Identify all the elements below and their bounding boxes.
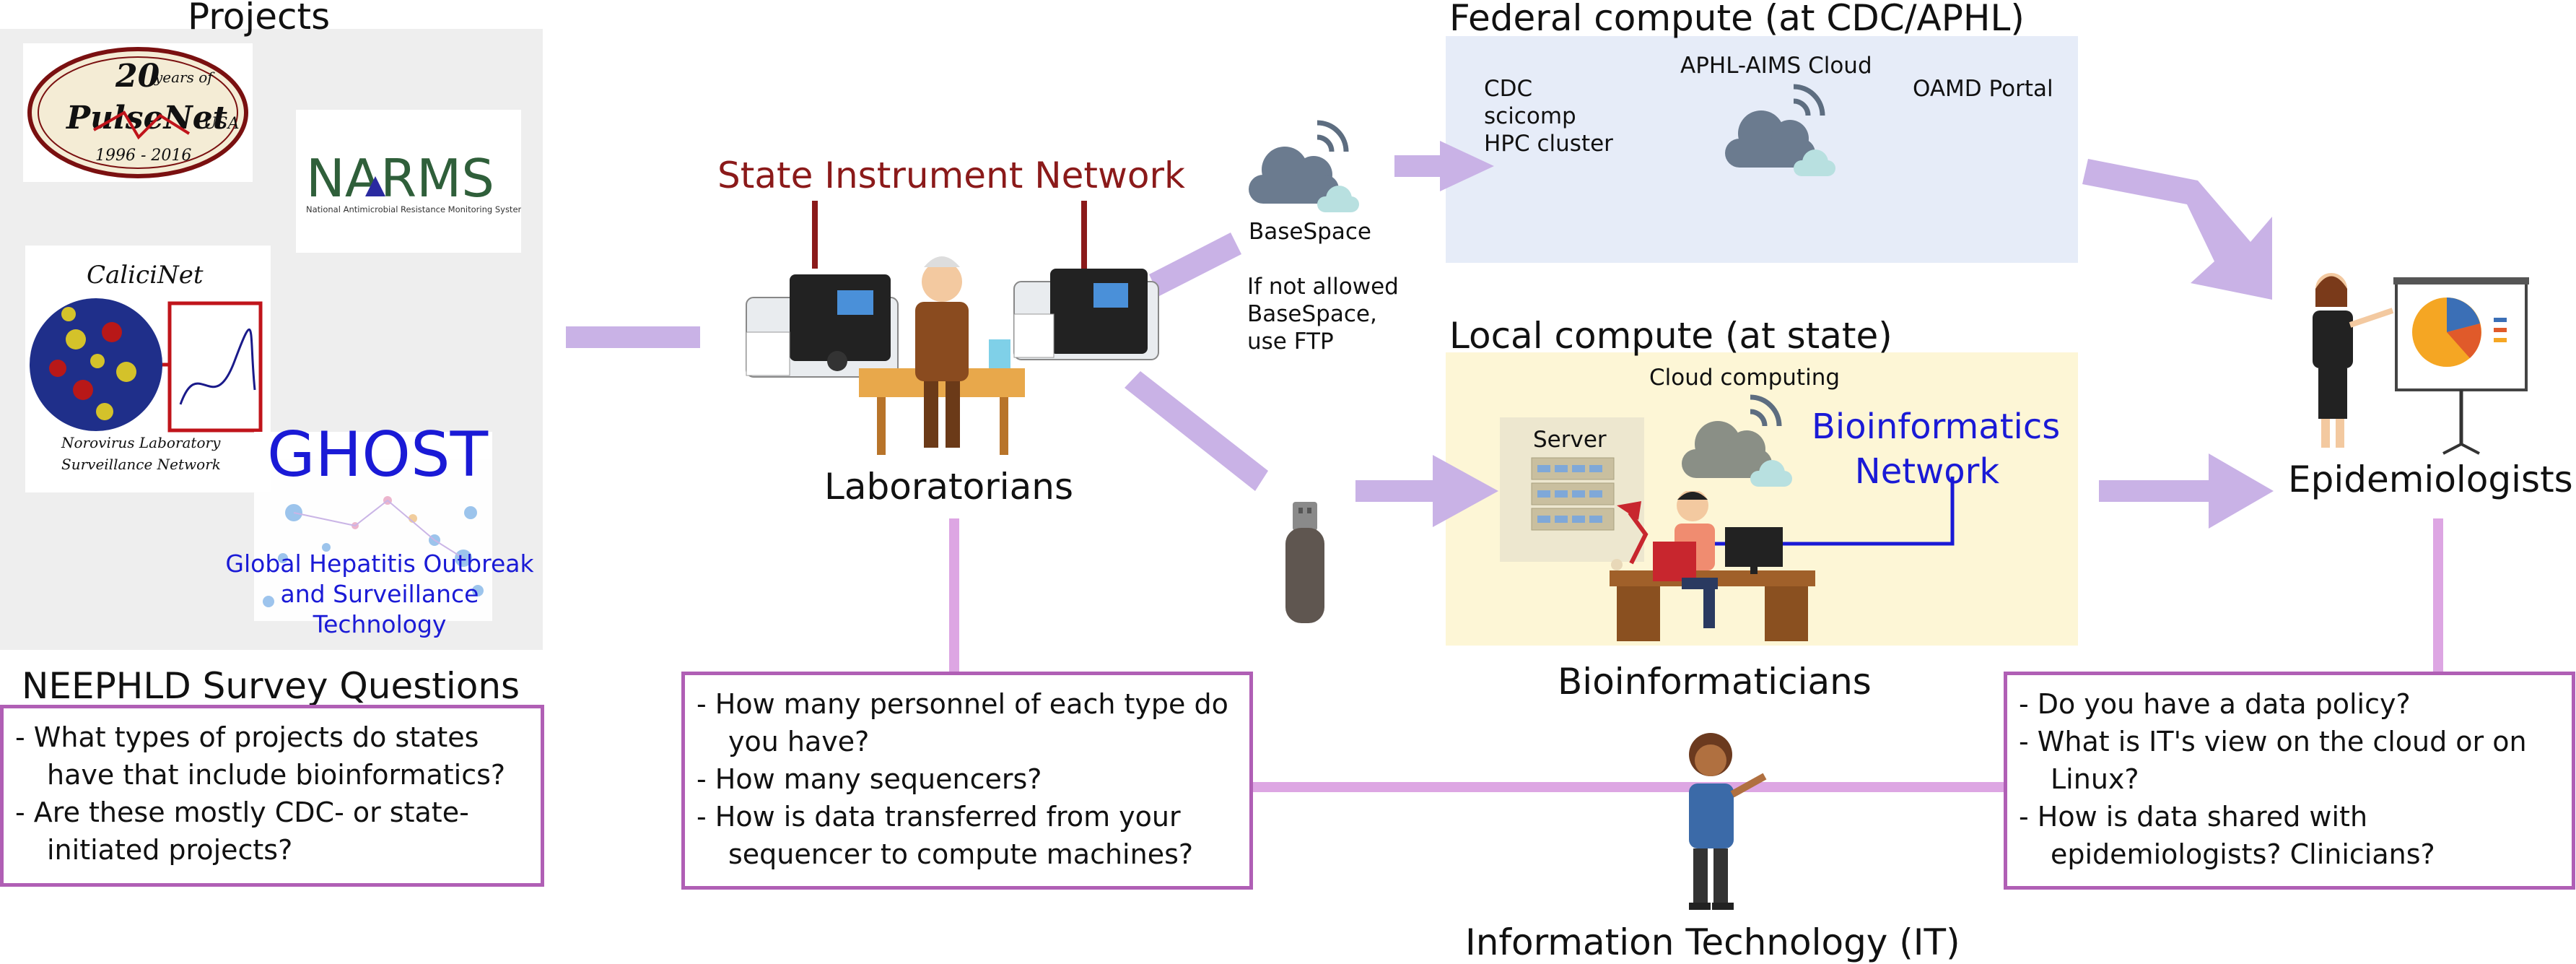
basespace-label: BaseSpace <box>1249 219 1371 245</box>
bioinformatics-network-line <box>1714 477 1955 546</box>
svg-text:Surveillance Network: Surveillance Network <box>61 456 221 473</box>
projects-to-lab-bar <box>566 326 700 348</box>
svg-text:1996 - 2016: 1996 - 2016 <box>95 147 191 165</box>
ghost-wordmark: GHOST <box>267 419 489 491</box>
lab-to-basespace-arrow <box>1149 233 1241 296</box>
lab-question-1: - How many personnel of each type do you… <box>697 688 1228 757</box>
svg-text:Norovirus Laboratory: Norovirus Laboratory <box>61 434 221 451</box>
federal-compute-title: Federal compute (at CDC/APHL) <box>1449 0 2025 39</box>
neephld-questions-box: - What types of projects do states have … <box>0 705 544 887</box>
svg-text:USA: USA <box>204 115 240 133</box>
pulsenet-logo: 20 years of PulseNet USA 1996 - 2016 <box>23 43 253 182</box>
pulsenet-emblem: 20 years of PulseNet USA 1996 - 2016 <box>27 47 248 178</box>
ghost-description: Global Hepatitis Outbreak and Surveillan… <box>225 550 534 638</box>
calicinet-logo: CaliciNet Norovirus Laboratory Surveilla… <box>25 246 271 492</box>
neephld-question-1: - What types of projects do states have … <box>15 721 506 791</box>
basespace-cloud-icon <box>1241 116 1364 224</box>
laboratorians-label: Laboratorians <box>824 466 1074 508</box>
basespace-note: If not allowed BaseSpace, use FTP <box>1247 274 1399 355</box>
epi-question-3: - How is data shared with epidemiologist… <box>2019 801 2435 870</box>
lab-question-3: - How is data transferred from your sequ… <box>697 801 1194 870</box>
server-label: Server <box>1533 427 1607 453</box>
usb-drive-icon <box>1281 502 1332 625</box>
svg-text:NARMS: NARMS <box>306 148 494 209</box>
cloud-computing-label: Cloud computing <box>1649 365 1841 391</box>
svg-text:National Antimicrobial Resista: National Antimicrobial Resistance Monito… <box>306 204 521 214</box>
lab-questions-box: - How many personnel of each type do you… <box>681 672 1253 890</box>
epi-question-2: - What is IT's view on the cloud or on L… <box>2019 726 2527 795</box>
federal-item-oamd: OAMD Portal <box>1913 76 2053 102</box>
ghost-logo <box>254 432 492 621</box>
basespace-to-federal-arrow <box>1394 141 1494 191</box>
epidemiologists-label: Epidemiologists <box>2288 459 2573 500</box>
svg-text:years of: years of <box>154 69 215 86</box>
local-compute-title: Local compute (at state) <box>1449 315 1892 357</box>
epidemiologist-presentation-icon <box>2302 267 2533 455</box>
local-cloud-icon <box>1675 390 1797 498</box>
sequencer-left-icon <box>746 274 899 378</box>
lab-question-2: - How many sequencers? <box>697 763 1042 795</box>
bioinformatician-workstation-icon <box>1602 490 1819 643</box>
server-rack-icon <box>1530 456 1615 531</box>
federal-to-epi-arrow <box>2082 159 2272 300</box>
lab-illustration <box>743 217 1162 462</box>
federal-item-hpc: CDC scicomp HPC cluster <box>1484 76 1613 157</box>
epi-question-1: - Do you have a data policy? <box>2019 688 2411 720</box>
sequencer-right-icon <box>1013 269 1159 360</box>
neephld-title: NEEPHLD Survey Questions <box>22 665 520 707</box>
epi-questions-box: - Do you have a data policy? - What is I… <box>2004 672 2575 890</box>
neephld-question-2: - Are these mostly CDC- or state-initiat… <box>15 796 469 866</box>
svg-text:20: 20 <box>115 58 160 95</box>
projects-title: Projects <box>188 0 331 38</box>
federal-item-aims: APHL-AIMS Cloud <box>1680 53 1872 79</box>
bioinformaticians-label: Bioinformaticians <box>1558 661 1872 703</box>
laboratorian-person-icon <box>827 256 1025 455</box>
it-person-icon <box>1667 726 1776 912</box>
local-to-epi-arrow <box>2099 453 2274 529</box>
lab-to-usb-arrow <box>1125 371 1268 491</box>
svg-text:CaliciNet: CaliciNet <box>87 261 204 290</box>
aphl-cloud-icon <box>1718 79 1841 188</box>
usb-to-local-arrow <box>1355 455 1498 527</box>
narms-logo: NARMS National Antimicrobial Resistance … <box>296 110 526 253</box>
it-label: Information Technology (IT) <box>1465 921 1960 963</box>
state-instrument-network-label: State Instrument Network <box>717 155 1185 196</box>
bioinformatics-network-label: Bioinformatics Network <box>1812 407 2061 492</box>
